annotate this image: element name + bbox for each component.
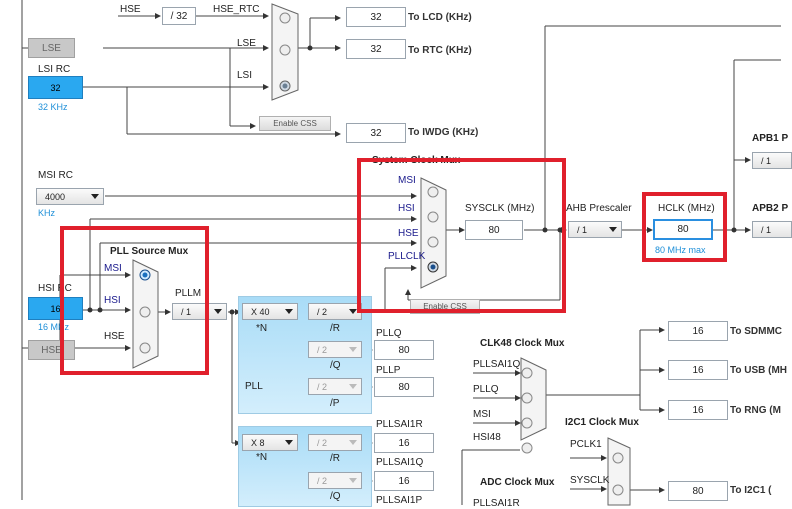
sysclk-value: 80 [465, 220, 523, 240]
pll-mux-hsi: HSI [104, 295, 121, 306]
pllq-label: PLLQ [376, 328, 402, 339]
pllsai1p-label: PLLSAI1P [376, 495, 423, 506]
rtc-value: 32 [346, 39, 406, 59]
msi-rc-label: MSI RC [38, 170, 73, 181]
hclk-label: HCLK (MHz) [658, 203, 715, 214]
enable-css-rtc-button[interactable]: Enable CSS [259, 116, 331, 131]
clk48-pllsai1q: PLLSAI1Q [473, 359, 521, 370]
pllq-value: 80 [374, 340, 434, 360]
hsi-rc-label: HSI RC [38, 283, 72, 294]
pll-mux-msi: MSI [104, 263, 122, 274]
pllsai1-r-select[interactable]: / 2 [308, 434, 362, 451]
pll-label: PLL [245, 381, 263, 392]
highlight-hclk [642, 192, 727, 262]
hse-rtc-label: HSE_RTC [213, 4, 260, 15]
pll-n-label: *N [256, 323, 268, 334]
pll-p-select[interactable]: / 2 [308, 378, 362, 395]
hclk-input[interactable]: 80 [653, 219, 713, 240]
to-lcd-label: To LCD (KHz) [408, 12, 472, 23]
pllsai1q-value: 16 [374, 471, 434, 491]
i2c1-pclk1: PCLK1 [570, 439, 602, 450]
highlight-system-clock-mux [357, 158, 566, 313]
rtc-clock-mux [271, 3, 299, 101]
lse-oscillator[interactable]: LSE [28, 38, 75, 58]
pllsai1q-label: PLLSAI1Q [376, 457, 424, 468]
i2c1-clock-mux [607, 437, 631, 506]
iwdg-value: 32 [346, 123, 406, 143]
pllsai1r-label: PLLSAI1R [376, 419, 423, 430]
sys-mux-hse: HSE [398, 228, 419, 239]
usb-value: 16 [668, 360, 728, 380]
to-usb-label: To USB (MH [730, 365, 788, 376]
pllp-label: PLLP [376, 365, 401, 376]
pll-mux-hse: HSE [104, 331, 125, 342]
pllsai1-n-select[interactable]: X 8 [242, 434, 298, 451]
pllm-label: PLLM [175, 288, 202, 299]
apb2-prescaler-select[interactable]: / 1 [752, 221, 792, 238]
lsi-rc-value[interactable]: 32 [28, 76, 83, 99]
pllp-value: 80 [374, 377, 434, 397]
pll-p-label: /P [330, 398, 340, 409]
hclk-max: 80 MHz max [655, 245, 706, 255]
lsi-rc-label: LSI RC [38, 64, 71, 75]
apb1-label: APB1 P [752, 133, 789, 144]
hse-div-box[interactable]: / 32 [162, 7, 196, 25]
lsi-line-label: LSI [237, 70, 253, 81]
lsi-freq: 32 KHz [38, 102, 68, 112]
to-i2c1-label: To I2C1 ( [730, 485, 772, 496]
pll-source-mux-title: PLL Source Mux [110, 246, 189, 257]
apb2-label: APB2 P [752, 203, 789, 214]
pll-n-select[interactable]: X 40 [242, 303, 298, 320]
to-rng-label: To RNG (M [730, 405, 781, 416]
adc-pllsai1r: PLLSAI1R [473, 498, 520, 509]
system-clock-mux [420, 177, 447, 289]
pllsai1-q-label: /Q [330, 491, 341, 502]
clk48-mux-title: CLK48 Clock Mux [480, 338, 565, 349]
clk48-hsi48: HSI48 [473, 432, 501, 443]
clk48-msi: MSI [473, 409, 491, 420]
lcd-value: 32 [346, 7, 406, 27]
clk48-pllq: PLLQ [473, 384, 499, 395]
clock-tree-wires [21, 0, 781, 506]
sys-mux-msi: MSI [398, 175, 416, 186]
i2c1-sysclk: SYSCLK [570, 475, 610, 486]
adc-mux-title: ADC Clock Mux [480, 477, 555, 488]
sysclk-label: SYSCLK (MHz) [465, 203, 535, 214]
sys-mux-pllclk: PLLCLK [388, 251, 426, 262]
hsi-rc-value[interactable]: 16 [28, 297, 83, 320]
pll-r-label: /R [330, 323, 340, 334]
sys-mux-hsi: HSI [398, 203, 415, 214]
msi-unit: KHz [38, 208, 56, 218]
pll-q-select[interactable]: / 2 [308, 341, 362, 358]
pll-r-select[interactable]: / 2 [308, 303, 362, 320]
lse-line-label: LSE [237, 38, 256, 49]
to-iwdg-label: To IWDG (KHz) [408, 127, 479, 138]
sdmmc-value: 16 [668, 321, 728, 341]
ahb-prescaler-label: AHB Prescaler [566, 203, 632, 214]
pllsai1-r-label: /R [330, 453, 340, 464]
i2c1-value: 80 [668, 481, 728, 501]
msi-frequency-select[interactable]: 4000 [36, 188, 104, 205]
pllsai1-n-label: *N [256, 452, 268, 463]
hse-label: HSE [120, 4, 141, 15]
to-rtc-label: To RTC (KHz) [408, 45, 472, 56]
pll-q-label: /Q [330, 360, 341, 371]
pll-source-mux [132, 259, 159, 369]
clk48-clock-mux [520, 357, 547, 454]
hsi-freq: 16 MHz [38, 322, 70, 332]
pllm-select[interactable]: / 1 [172, 303, 227, 320]
to-sdmmc-label: To SDMMC [730, 326, 783, 337]
apb1-prescaler-select[interactable]: / 1 [752, 152, 792, 169]
pllsai1r-value: 16 [374, 433, 434, 453]
rng-value: 16 [668, 400, 728, 420]
highlight-pll-source-mux [60, 226, 209, 375]
ahb-prescaler-select[interactable]: / 1 [568, 221, 622, 238]
pllsai1-q-select[interactable]: / 2 [308, 472, 362, 489]
i2c1-mux-title: I2C1 Clock Mux [565, 417, 639, 428]
